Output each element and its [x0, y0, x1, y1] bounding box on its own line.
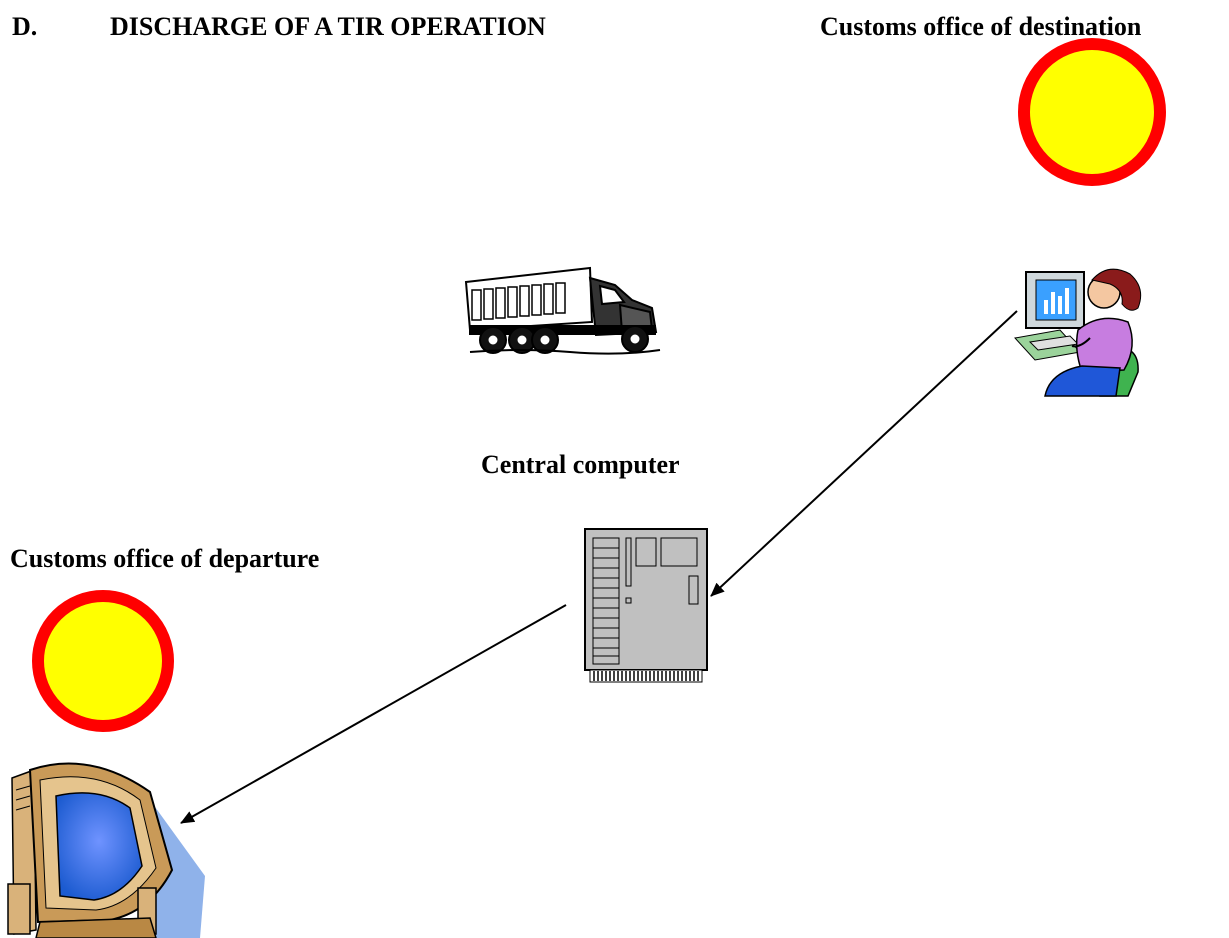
desktop-computer-icon — [7, 762, 205, 938]
arrow-operator-to-server — [710, 310, 1018, 597]
destination-office-icon — [1018, 38, 1166, 186]
destination-office-label: Customs office of destination — [820, 12, 1142, 41]
departure-office-icon — [32, 590, 174, 732]
departure-office-label: Customs office of departure — [10, 544, 320, 573]
truck-icon — [464, 266, 661, 355]
central-computer-label: Central computer — [481, 450, 680, 479]
section-letter: D. — [12, 12, 38, 41]
arrow-server-to-departure — [180, 604, 567, 824]
page-title: DISCHARGE OF A TIR OPERATION — [110, 12, 546, 41]
woman-at-computer-icon — [1014, 268, 1142, 397]
server-icon — [584, 528, 708, 683]
